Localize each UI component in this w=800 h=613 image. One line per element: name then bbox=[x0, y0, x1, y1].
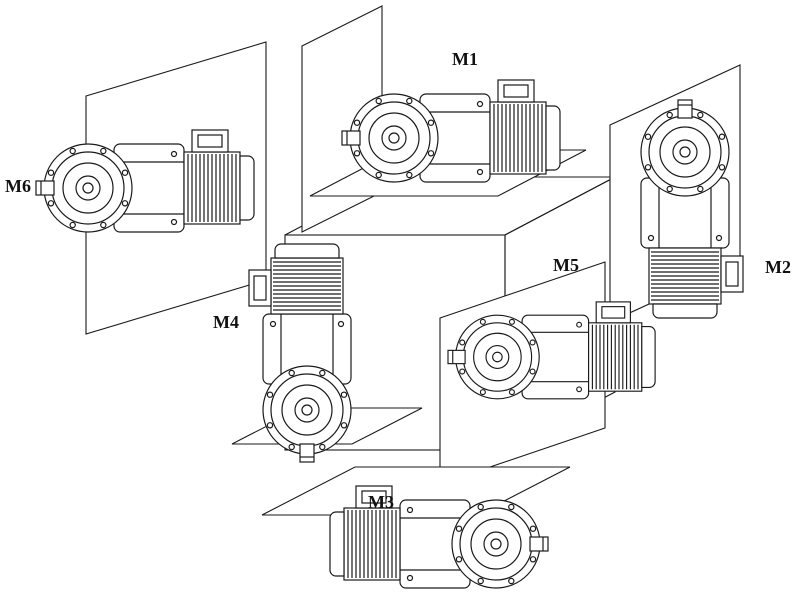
gearmotor-m6 bbox=[35, 129, 255, 233]
gearmotor-m3 bbox=[329, 485, 549, 589]
label-m4: M4 bbox=[213, 312, 239, 332]
label-m2: M2 bbox=[765, 257, 791, 277]
label-m3: M3 bbox=[368, 492, 394, 512]
label-m6: M6 bbox=[5, 176, 31, 196]
label-m5: M5 bbox=[553, 255, 579, 275]
label-m1: M1 bbox=[452, 49, 478, 69]
